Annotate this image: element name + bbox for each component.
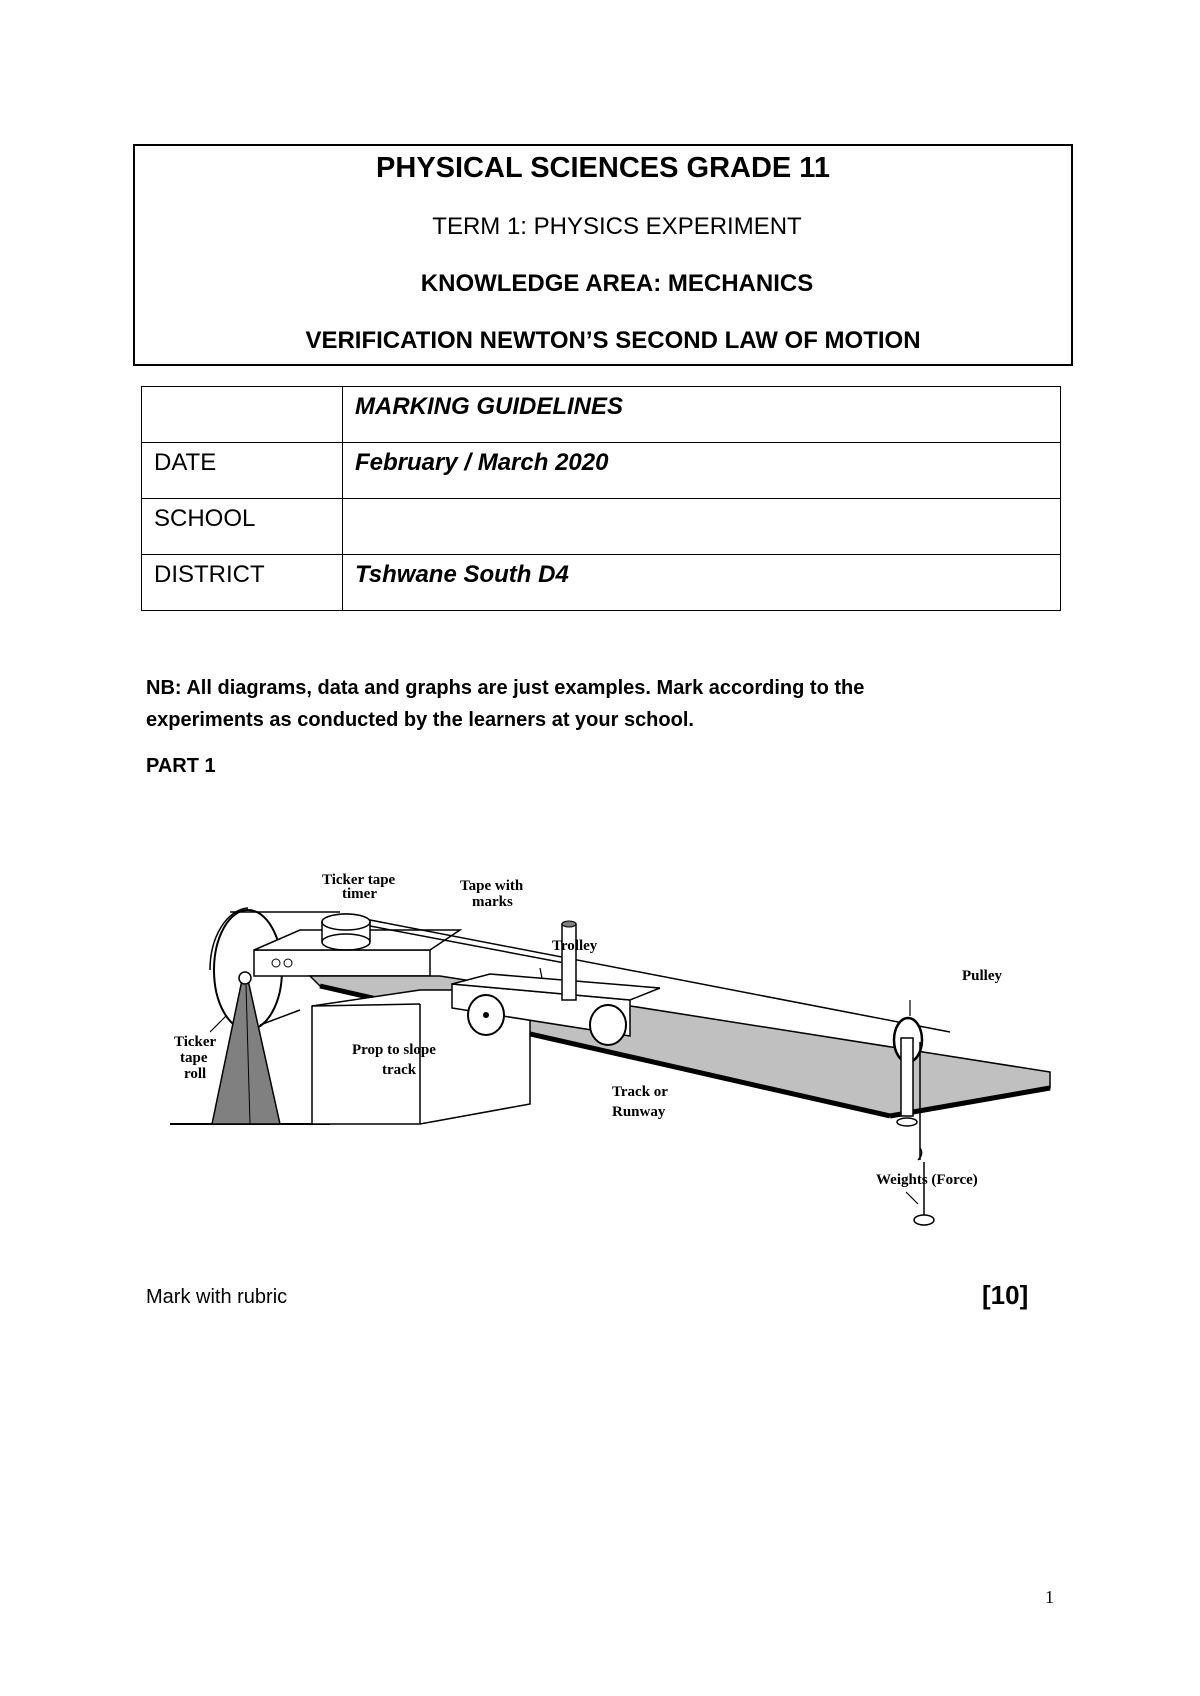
row-value: Tshwane South D4 [342,554,1061,611]
table-row: MARKING GUIDELINES [141,386,1061,443]
experiment-heading: VERIFICATION NEWTON’S SECOND LAW OF MOTI… [305,327,921,354]
table-row: SCHOOL [141,498,1061,555]
label-ticker-roll-2: tape [180,1050,208,1066]
title-box: PHYSICAL SCIENCES GRADE 11 TERM 1: PHYSI… [133,144,1073,366]
label-track-2: Runway [612,1104,666,1120]
document-title: PHYSICAL SCIENCES GRADE 11 [376,152,830,184]
label-ticker-timer: Ticker tape [322,872,396,888]
term-heading: TERM 1: PHYSICS EXPERIMENT [432,213,802,240]
info-table: MARKING GUIDELINES DATE February / March… [141,386,1061,611]
row-label: SCHOOL [141,498,343,555]
row-value: MARKING GUIDELINES [342,386,1061,443]
pulley [892,1016,935,1226]
row-value [342,498,1061,555]
row-label: DISTRICT [141,554,343,611]
label-track: Track or [612,1084,668,1100]
label-ticker-roll: Ticker [174,1034,217,1050]
table-row: DISTRICT Tshwane South D4 [141,554,1061,611]
label-prop: Prop to slope [352,1042,436,1058]
total-marks: [10] [982,1280,1029,1310]
experiment-diagram: Ticker tape timer Tape with marks Trolle… [170,872,1051,1226]
rubric-instruction: Mark with rubric [146,1286,288,1308]
table-row: DATE February / March 2020 [141,442,1061,499]
row-value: February / March 2020 [342,442,1061,499]
label-prop-2: track [382,1062,417,1078]
label-tape-marks-2: marks [472,894,513,910]
note-line-2: experiments as conducted by the learners… [146,709,694,731]
label-ticker-timer-2: timer [342,886,377,902]
label-tape-marks: Tape with [460,878,524,894]
part-heading: PART 1 [146,755,216,777]
page-number: 1 [1045,1587,1054,1607]
label-ticker-roll-3: roll [184,1066,206,1082]
knowledge-area-heading: KNOWLEDGE AREA: MECHANICS [420,270,814,297]
ticker-timer [253,913,463,977]
note-paragraph: NB: All diagrams, data and graphs are ju… [146,672,1026,736]
row-label: DATE [141,442,343,499]
label-pulley: Pulley [962,968,1002,984]
trolley [451,920,661,1046]
row-label [141,386,343,443]
ticker-tape-roll [209,907,340,1125]
label-trolley: Trolley [552,938,598,954]
label-weights: Weights (Force) [876,1172,978,1188]
note-line-1: NB: All diagrams, data and graphs are ju… [146,677,865,699]
